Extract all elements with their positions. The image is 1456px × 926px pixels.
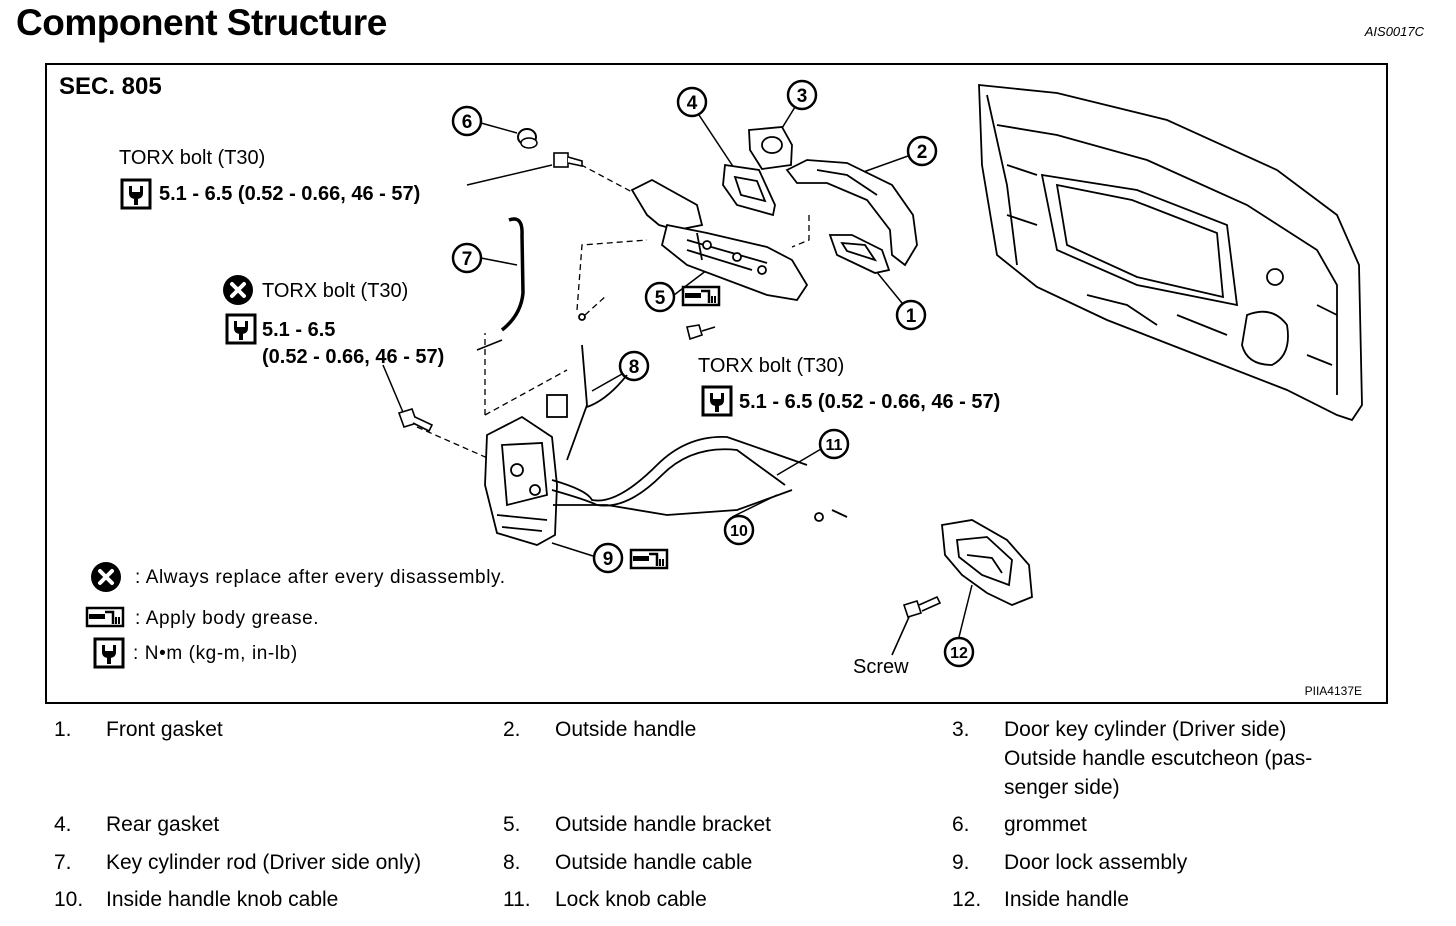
key-cylinder [748, 126, 793, 170]
callout-12: 12 [943, 636, 975, 668]
door-lock-assembly [484, 394, 568, 546]
callout-8: 8 [618, 350, 650, 382]
svg-text:11: 11 [826, 437, 843, 454]
figure-code: PIIA4137E [1304, 684, 1362, 698]
diagram-drawing: 6 4 3 2 7 5 1 8 [85, 79, 1363, 669]
section-label: SEC. 805 [59, 73, 162, 100]
torque-spec-top: 5.1 - 6.5 (0.52 - 0.66, 46 - 57) [159, 183, 421, 205]
torque-icon-legend [93, 637, 125, 669]
callout-5: 5 [644, 281, 676, 313]
grease-icon-bracket [681, 285, 721, 307]
grease-icon-lock [629, 548, 669, 570]
grease-icon-legend [85, 606, 125, 628]
torque-spec-lower: 5.1 - 6.5 [262, 319, 336, 341]
legend-replace-text: : Always replace after every disassembly… [135, 567, 506, 588]
svg-text:8: 8 [629, 357, 640, 378]
front-gasket [828, 234, 891, 274]
svg-text:12: 12 [950, 645, 968, 662]
legend-torque-text: : N•m (kg-m, in-lb) [133, 643, 298, 664]
torque-icon-2 [225, 313, 257, 345]
svg-text:1: 1 [906, 306, 917, 327]
callout-3: 3 [786, 79, 818, 111]
callout-6: 6 [451, 105, 483, 137]
svg-text:4: 4 [687, 93, 698, 114]
svg-text:5: 5 [655, 288, 666, 309]
outside-handle-bracket [630, 178, 809, 301]
callout-2: 2 [906, 135, 938, 167]
torx-bolt-top [553, 152, 583, 168]
callout-11: 11 [818, 428, 850, 460]
rear-gasket [722, 163, 776, 217]
svg-text:9: 9 [603, 549, 614, 570]
torque-units-lower: (0.52 - 0.66, 46 - 57) [262, 346, 445, 368]
cables [551, 313, 848, 522]
document-code: AIS0017C [1364, 24, 1424, 39]
svg-text:2: 2 [917, 142, 928, 163]
callout-4: 4 [676, 86, 708, 118]
component-diagram: 6 4 3 2 7 5 1 8 [45, 63, 1388, 704]
svg-text:7: 7 [462, 249, 473, 270]
screw-label: Screw [853, 656, 909, 678]
torque-icon-3 [701, 385, 733, 417]
torx-label-middle: TORX bolt (T30) [698, 355, 845, 377]
outside-handle [785, 159, 918, 267]
torque-spec-middle: 5.1 - 6.5 (0.52 - 0.66, 46 - 57) [739, 391, 1001, 413]
torque-icon-1 [120, 178, 152, 210]
parts-list: 1.Front gasket 2.Outside handle 3. Door … [54, 718, 1313, 911]
callout-9: 9 [592, 542, 624, 574]
torx-bolt-middle [686, 324, 716, 341]
replace-icon-legend [89, 560, 123, 594]
svg-text:3: 3 [797, 86, 808, 107]
inside-handle [941, 519, 1033, 606]
svg-text:6: 6 [462, 112, 473, 133]
callout-7: 7 [451, 242, 483, 274]
screw-part [891, 595, 942, 656]
replace-icon-1 [221, 273, 255, 307]
page-title: Component Structure [16, 2, 387, 43]
door-panel-illustration [978, 83, 1363, 422]
grommet-part [517, 128, 538, 149]
torx-bolt-lower [397, 408, 434, 433]
torx-label-lower: TORX bolt (T30) [262, 280, 409, 302]
legend-grease-text: : Apply body grease. [135, 608, 320, 629]
svg-text:10: 10 [730, 523, 748, 540]
callout-1: 1 [895, 299, 927, 331]
callout-10: 10 [723, 514, 755, 546]
key-cylinder-rod [500, 217, 525, 332]
torx-label-top: TORX bolt (T30) [119, 147, 266, 169]
